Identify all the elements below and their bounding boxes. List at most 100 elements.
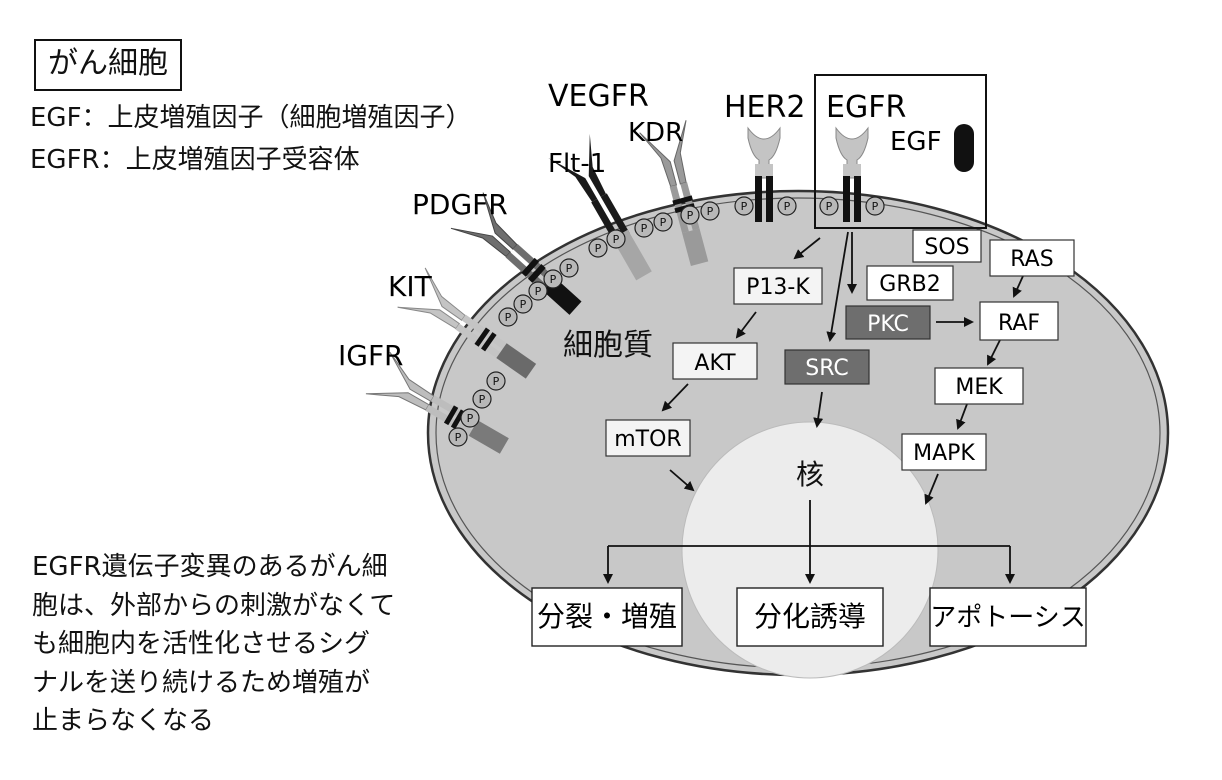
phospho-site: P	[653, 212, 673, 232]
phospho-site: P	[606, 229, 626, 249]
svg-text:P: P	[550, 273, 557, 286]
svg-text:SRC: SRC	[805, 356, 849, 381]
svg-text:P13-K: P13-K	[746, 275, 810, 300]
svg-text:RAF: RAF	[998, 311, 1040, 336]
svg-text:P: P	[784, 200, 791, 213]
arrow-mtor-nucleus	[669, 469, 695, 492]
legend-egfr: EGFR：上皮増殖因子受容体	[30, 145, 360, 175]
note-line: 胞は、外部からの刺激がなくて	[32, 590, 396, 621]
label-pdgfr: PDGFR	[412, 188, 508, 221]
phospho-site: P	[559, 258, 579, 278]
egfr-highlight-box	[814, 74, 987, 229]
svg-text:PKC: PKC	[867, 312, 909, 337]
note-line: EGFR遺伝子変異のあるがん細	[32, 552, 388, 582]
svg-text:P: P	[826, 200, 833, 213]
arrow-mapk-nucleus	[924, 473, 939, 505]
svg-text:P: P	[707, 205, 714, 218]
box-mek: MEK	[934, 367, 1024, 405]
phospho-group: P P P P P P P P P P P P P P P P P P P	[448, 196, 885, 447]
box-pkc: PKC	[845, 305, 931, 340]
svg-text:P: P	[595, 242, 602, 255]
box-mapk: MAPK	[901, 433, 987, 471]
receptor-igfr	[365, 351, 509, 454]
box-ras: RAS	[989, 239, 1075, 277]
phospho-site: P	[472, 389, 492, 409]
note-line: ナルを送り続けるため増殖が	[32, 667, 371, 698]
box-mtor: mTOR	[605, 419, 691, 457]
phospho-site: P	[588, 238, 608, 258]
arrow-mek-mapk	[956, 403, 968, 430]
phospho-site: P	[634, 218, 654, 238]
label-vegfr: VEGFR	[548, 79, 649, 114]
svg-text:P: P	[467, 412, 474, 425]
label-egfr: EGFR	[826, 90, 906, 125]
phospho-site: P	[486, 371, 506, 391]
svg-text:SOS: SOS	[924, 235, 969, 260]
arrow-ras-raf	[1012, 275, 1024, 298]
phospho-site: P	[680, 205, 700, 225]
signal-arrows	[603, 231, 1024, 584]
svg-text:P: P	[641, 222, 648, 235]
cytoplasm-label: 細胞質	[563, 328, 653, 363]
nucleus-label: 核	[796, 458, 824, 491]
svg-text:P: P	[613, 233, 620, 246]
outcome-proliferation: 分裂・増殖	[531, 587, 683, 647]
label-kit: KIT	[388, 270, 433, 303]
explanation-note: EGFR遺伝子変異のあるがん細 胞は、外部からの刺激がなくて も細胞内を活性化さ…	[32, 548, 452, 741]
phospho-site: P	[513, 294, 533, 314]
box-p13k: P13-K	[733, 267, 823, 305]
arrow-akt-mtor	[661, 383, 689, 412]
box-raf: RAF	[979, 301, 1059, 341]
svg-text:P: P	[687, 209, 694, 222]
title-box: がん細胞	[34, 39, 182, 91]
svg-text:P: P	[455, 431, 462, 444]
svg-text:P: P	[741, 200, 748, 213]
label-igfr: IGFR	[338, 339, 404, 372]
svg-text:GRB2: GRB2	[879, 272, 940, 297]
svg-text:P: P	[660, 216, 667, 229]
box-sos: SOS	[912, 229, 982, 263]
phospho-site: P	[700, 201, 720, 221]
label-kdr: KDR	[628, 118, 683, 148]
phospho-site: P	[460, 408, 480, 428]
arrow-p13k-akt	[735, 311, 757, 339]
svg-text:P: P	[535, 285, 542, 298]
svg-text:P: P	[505, 311, 512, 324]
svg-text:P: P	[520, 298, 527, 311]
note-line: 止まらなくなる	[32, 706, 215, 736]
outcome-differentiation: 分化誘導	[736, 587, 884, 647]
arrow-egfr-p13k	[793, 237, 821, 260]
receptor-her2	[747, 126, 781, 222]
label-her2: HER2	[724, 90, 805, 125]
svg-text:MEK: MEK	[955, 375, 1003, 400]
label-egf: EGF	[890, 127, 942, 157]
svg-text:アポトーシス: アポトーシス	[930, 603, 1085, 633]
arrow-egfr-src	[826, 231, 849, 342]
svg-text:RAS: RAS	[1010, 247, 1053, 272]
egf-ligand	[954, 124, 974, 172]
label-flt1: Flt-1	[548, 149, 606, 179]
box-akt: AKT	[672, 342, 758, 380]
phospho-site: P	[777, 196, 797, 216]
outcome-apoptosis: アポトーシス	[929, 587, 1087, 647]
box-src: SRC	[784, 349, 870, 385]
phospho-site: P	[543, 269, 563, 289]
arrow-raf-mek	[987, 339, 1001, 366]
svg-text:分裂・増殖: 分裂・増殖	[537, 600, 677, 633]
svg-text:P: P	[566, 262, 573, 275]
note-line: も細胞内を活性化させるシグ	[32, 629, 371, 659]
svg-text:AKT: AKT	[694, 351, 736, 376]
svg-text:P: P	[479, 393, 486, 406]
box-grb2: GRB2	[866, 265, 954, 301]
phospho-site: P	[734, 196, 754, 216]
svg-text:mTOR: mTOR	[614, 427, 681, 452]
receptor-egfr	[835, 126, 869, 222]
phospho-site: P	[819, 196, 839, 216]
legend-egf: EGF：上皮増殖因子（細胞増殖因子）	[30, 103, 472, 133]
phospho-site: P	[528, 281, 548, 301]
svg-text:MAPK: MAPK	[913, 441, 975, 466]
receptor-kit	[397, 267, 537, 379]
svg-text:P: P	[872, 200, 879, 213]
phospho-site: P	[498, 307, 518, 327]
